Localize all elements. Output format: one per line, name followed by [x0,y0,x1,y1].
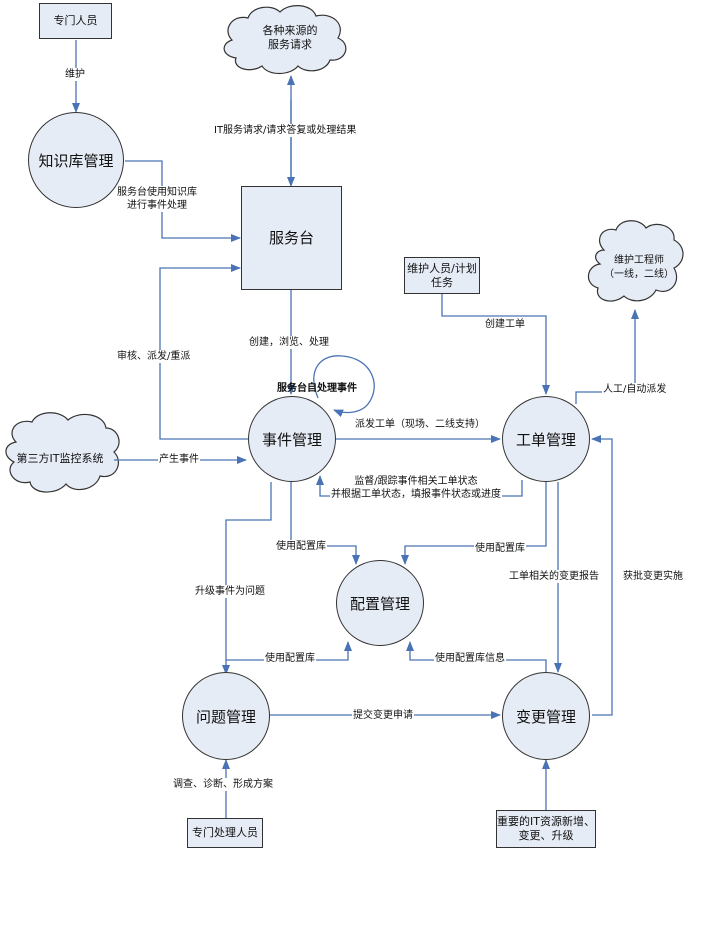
service-requests-cloud: 各种来源的 服务请求 [262,24,318,51]
change-management-node: 变更管理 [502,672,590,760]
it-resource-change-box: 重要的IT资源新增、 变更、升级 [496,810,596,848]
label-dispatch-workorder: 派发工单（现场、二线支持） [354,418,486,431]
service-desk-box: 服务台 [241,186,342,290]
third-party-monitoring-cloud: 第三方IT监控系统 [16,452,104,465]
label-review-dispatch: 审核、派发/重派 [116,350,192,363]
label-create-workorder: 创建工单 [484,318,526,331]
label-approved-change: 获批变更实施 [622,570,684,583]
label-investigate: 调查、诊断、形成方案 [172,778,274,791]
label-generate-event: 产生事件 [158,453,200,466]
service-requests-cloud-shape [223,5,347,75]
maintenance-engineer-cloud: 维护工程师 （一线，二线） [604,255,674,280]
third-party-cloud-shape [5,412,120,493]
label-desk-uses-kb: 服务台使用知识库 进行事件处理 [116,186,198,212]
label-use-cmdb-workorder: 使用配置库 [474,542,526,555]
label-desk-self-handle: 服务台自处理事件 [277,383,357,394]
label-workorder-change-report: 工单相关的变更报告 [508,570,600,583]
maintenance-staff-plan-box: 维护人员/计划 任务 [404,257,480,294]
label-upgrade-to-problem: 升级事件为问题 [194,585,266,598]
problem-management-node: 问题管理 [182,672,270,760]
label-monitor-track: 监督/跟踪事件相关工单状态 并根据工单状态，填报事件状态或进度 [330,475,502,501]
configuration-management-node: 配置管理 [336,560,424,646]
maintenance-engineer-cloud-shape [587,220,684,302]
label-use-cmdb-incident: 使用配置库 [275,540,327,553]
label-create-browse-handle: 创建，浏览、处理 [248,336,330,349]
label-manual-auto-dispatch: 人工/自动派发 [602,383,668,396]
label-use-cmdb-problem: 使用配置库 [264,652,316,665]
knowledge-management-node: 知识库管理 [28,112,124,208]
specialist-handler-box: 专门处理人员 [187,818,263,848]
label-maintain: 维护 [64,68,86,81]
workorder-management-node: 工单管理 [502,396,590,482]
label-it-service-request: IT服务请求/请求答复或处理结果 [213,124,358,137]
incident-management-node: 事件管理 [248,396,336,482]
label-submit-change: 提交变更申请 [352,709,414,722]
specialist-top-box: 专门人员 [39,3,112,39]
label-use-cmdb-info: 使用配置库信息 [434,652,506,665]
